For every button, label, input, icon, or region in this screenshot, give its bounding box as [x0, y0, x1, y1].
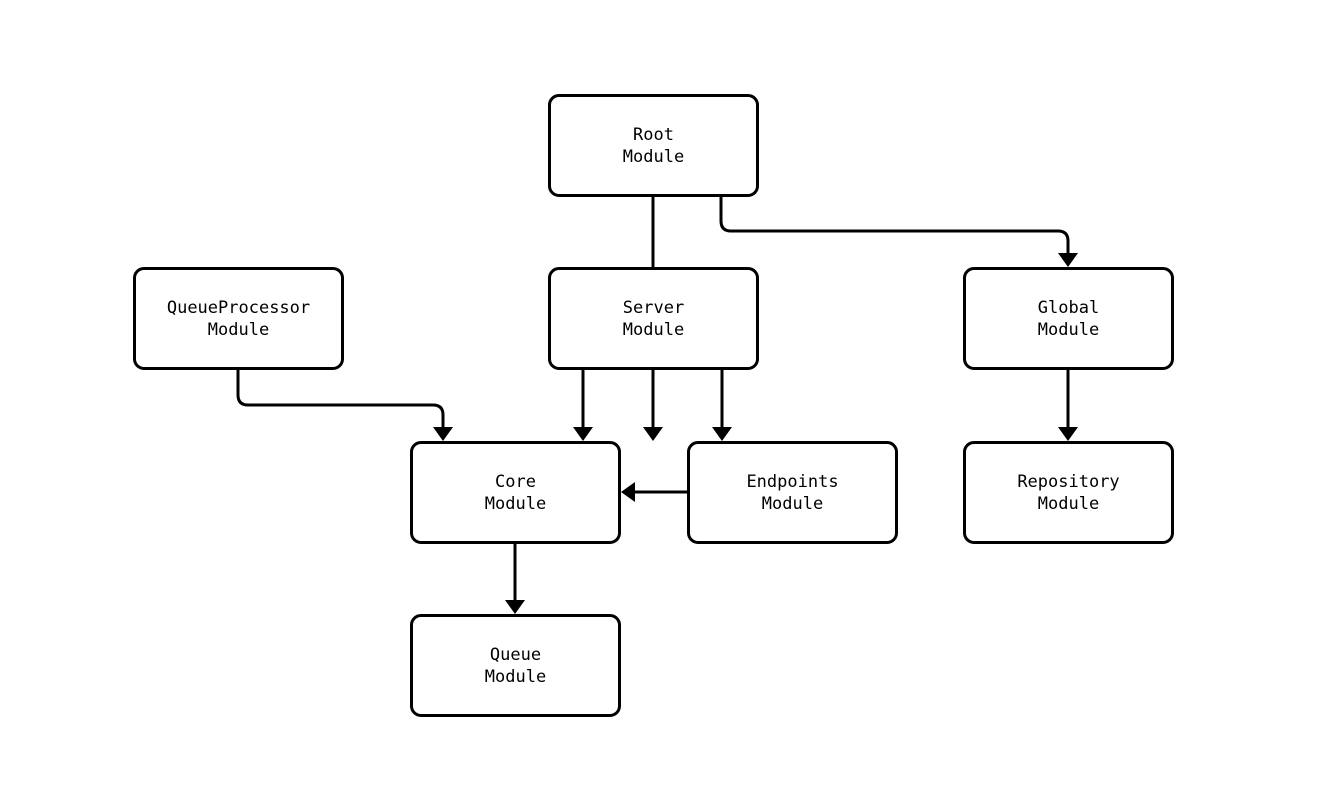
edge-queueprocessor-to-core — [236, 370, 453, 441]
arrowhead-icon — [643, 427, 663, 441]
edge-root-to-global — [719, 197, 1078, 267]
node-root-line1: Root — [633, 124, 674, 145]
node-core-line2: Module — [484, 493, 547, 514]
arrowhead-icon — [712, 427, 732, 441]
arrowhead-icon — [505, 600, 525, 614]
node-queue[interactable]: Queue Module — [410, 614, 621, 717]
edge-server-to-endpoints — [712, 370, 732, 441]
node-core-line1: Core — [495, 471, 536, 492]
arrowhead-icon — [1058, 427, 1078, 441]
node-core[interactable]: Core Module — [410, 441, 621, 544]
edge-server-to-core — [573, 370, 593, 441]
node-repository-line1: Repository — [1017, 471, 1120, 492]
node-queue-line1: Queue — [489, 644, 542, 665]
arrowhead-icon — [573, 427, 593, 441]
node-server-line2: Module — [622, 319, 685, 340]
node-queue-line2: Module — [484, 666, 547, 687]
node-global-line1: Global — [1037, 297, 1100, 318]
node-root-line2: Module — [622, 146, 685, 167]
node-queueprocessor-line1: QueueProcessor — [166, 297, 311, 318]
edge-endpoints-to-core — [621, 482, 687, 502]
node-global[interactable]: Global Module — [963, 267, 1174, 370]
node-server-line1: Server — [622, 297, 685, 318]
edge-core-to-queue — [505, 544, 525, 614]
node-server[interactable]: Server Module — [548, 267, 759, 370]
node-global-line2: Module — [1037, 319, 1100, 340]
node-root[interactable]: Root Module — [548, 94, 759, 197]
node-repository-line2: Module — [1037, 493, 1100, 514]
node-endpoints-line2: Module — [761, 493, 824, 514]
node-repository[interactable]: Repository Module — [963, 441, 1174, 544]
edge-global-to-repository — [1058, 370, 1078, 441]
node-endpoints[interactable]: Endpoints Module — [687, 441, 898, 544]
node-queueprocessor[interactable]: QueueProcessor Module — [133, 267, 344, 370]
arrowhead-icon — [433, 427, 453, 441]
node-queueprocessor-line2: Module — [207, 319, 270, 340]
arrowhead-icon — [621, 482, 635, 502]
arrowhead-icon — [1058, 253, 1078, 267]
node-endpoints-line1: Endpoints — [746, 471, 839, 492]
